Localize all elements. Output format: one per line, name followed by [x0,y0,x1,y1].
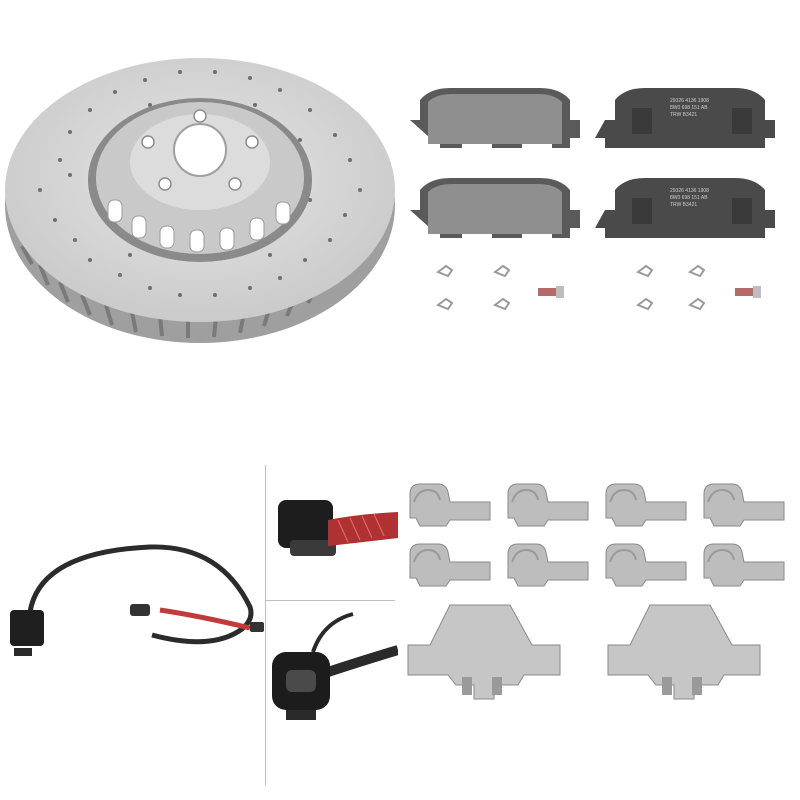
sensor-cable-red [159,607,251,631]
brake-pad-backing-2: 29326 4136 1908 8W0 698 151 AB TRW B3421 [595,178,775,238]
pad-small-clips-right [635,264,706,311]
brake-pads-illustration: 29326 4136 1908 8W0 698 151 AB TRW B3421… [410,88,775,311]
vertical-divider [265,465,266,785]
brake-pad-friction-2 [410,178,580,238]
pad-bolt-right [735,286,761,298]
brake-pads-set: 29326 4136 1908 8W0 698 151 AB TRW B3421… [400,80,800,335]
brake-rotor [0,50,400,350]
pad-small-clips-left [435,264,511,311]
sensor-tip [130,604,150,616]
rotor-drill-holes [38,70,362,297]
rotor-center-bore [173,123,227,177]
wear-sensor-illustration [10,544,264,656]
pad-label-line1-b: 29326 4136 1908 [670,188,709,194]
sensor-connector [10,610,44,656]
pad-label-line3-b: TRW B3421 [670,202,697,208]
horizontal-divider [265,600,395,601]
rotor-bolt-holes [141,109,259,191]
pad-bolt-left [538,286,564,298]
sensor-detail-probe [268,480,398,590]
hardware-clips-illustration [407,483,785,700]
rotor-hat-slots [107,199,291,253]
wear-sensor-cable [0,530,270,670]
pad-label-line1: 29326 4136 1908 [670,98,709,104]
pad-label-line3: TRW B3421 [670,112,697,118]
small-clips-row-1 [409,483,785,527]
brake-pad-backing-1: 29326 4136 1908 8W0 698 151 AB TRW B3421 [595,88,775,148]
brake-rotor-illustration [5,58,395,343]
probe-base [290,540,336,556]
sensor-probe-illustration [278,500,398,556]
sensor-connector-illustration [272,612,398,720]
large-clips [407,604,761,700]
brake-pad-friction-1 [410,88,580,148]
connector-socket [286,670,316,692]
hardware-clips [400,470,800,720]
sensor-cable [27,544,254,645]
sensor-end-clip [250,622,264,632]
pad-label-line2: 8W0 698 151 AB [670,105,708,111]
probe-sleeve-pattern [337,513,385,543]
connector-cable [326,645,398,677]
small-clips-row-2 [409,543,785,587]
pad-label-line2-b: 8W0 698 151 AB [670,195,708,201]
probe-body [278,500,333,548]
sensor-detail-connector [268,612,398,732]
